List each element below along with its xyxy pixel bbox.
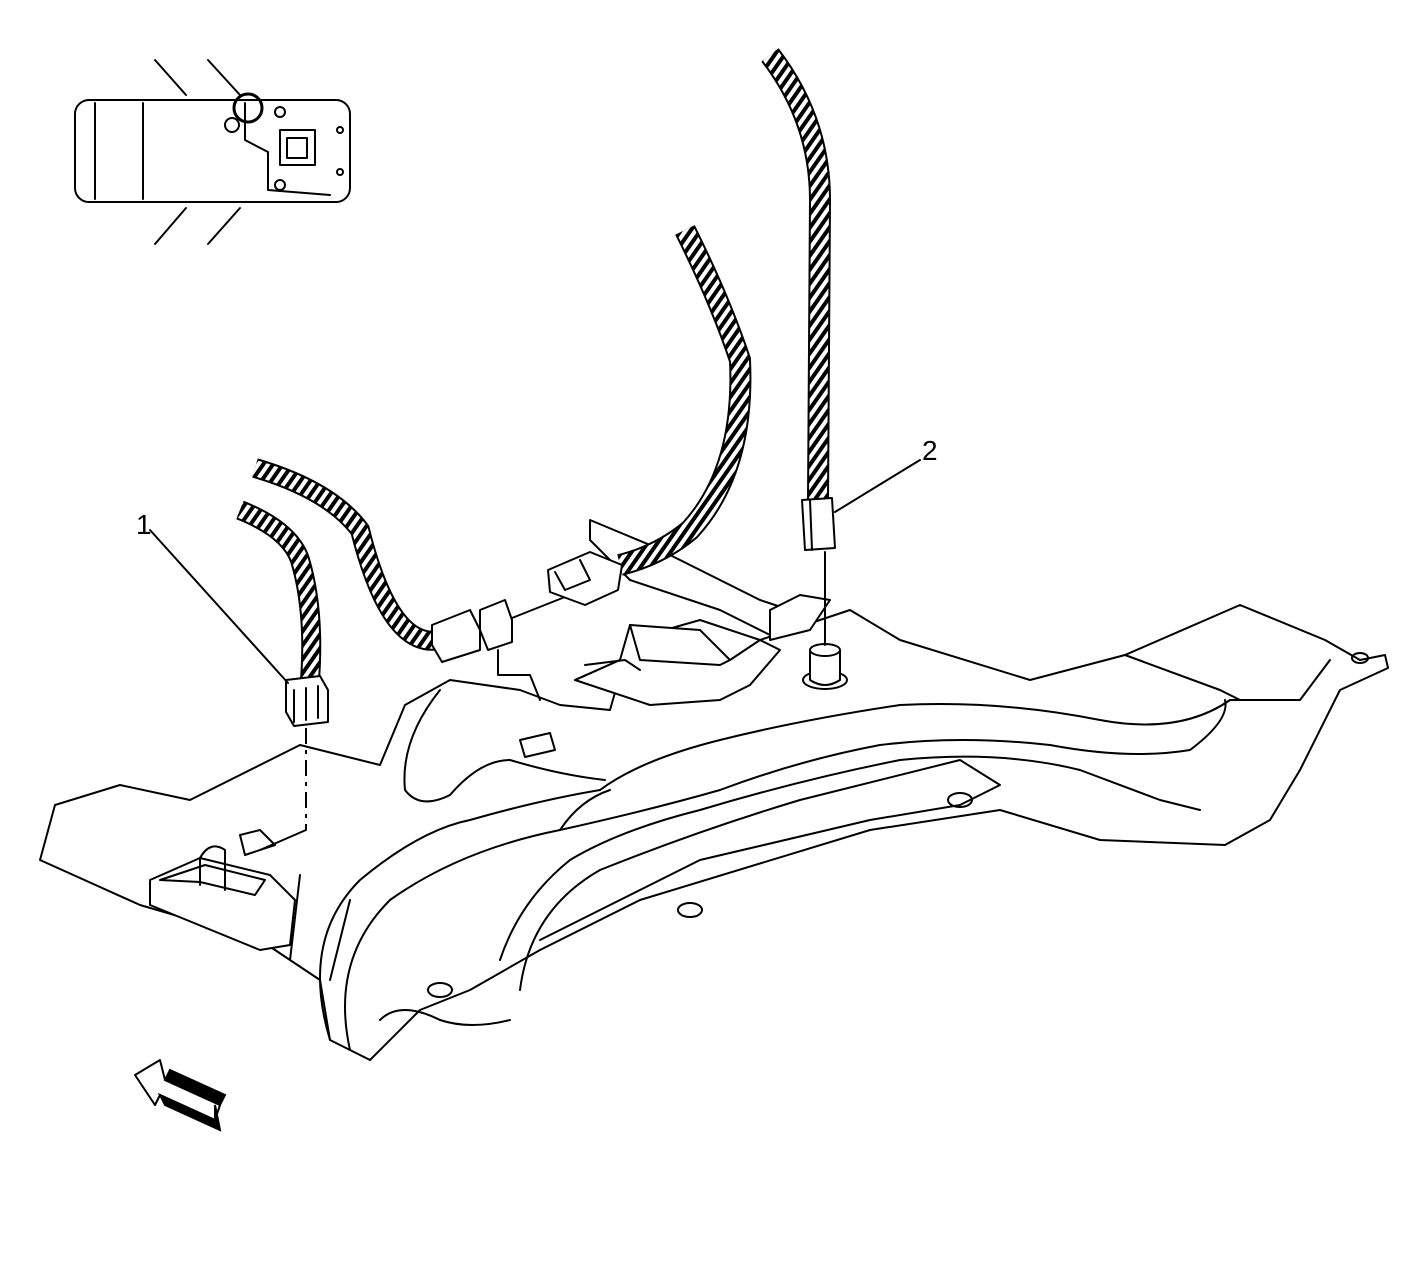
- connector-2: [801, 497, 836, 551]
- connector-1: [285, 675, 329, 727]
- callout-label-2: 2: [922, 435, 938, 466]
- floor-pan-crossmember: [39, 604, 1389, 1061]
- connector-center-pair: [431, 551, 623, 758]
- seat-belt-anchor: [149, 829, 296, 951]
- view-direction-arrow-icon: [134, 1059, 227, 1132]
- wiring-harness-2: [761, 48, 832, 501]
- wiring-harness-center: [252, 458, 442, 651]
- ground-stud: [802, 643, 848, 690]
- wiring-harness-1: [236, 500, 322, 681]
- callout-label-1: 1: [136, 509, 152, 540]
- callout-leader-1: [149, 529, 289, 684]
- wiring-harness-upper: [617, 225, 752, 576]
- alignment-leader-1: [259, 829, 307, 851]
- callout-leader-2: [834, 459, 921, 513]
- vehicle-locator-icon: [74, 59, 351, 245]
